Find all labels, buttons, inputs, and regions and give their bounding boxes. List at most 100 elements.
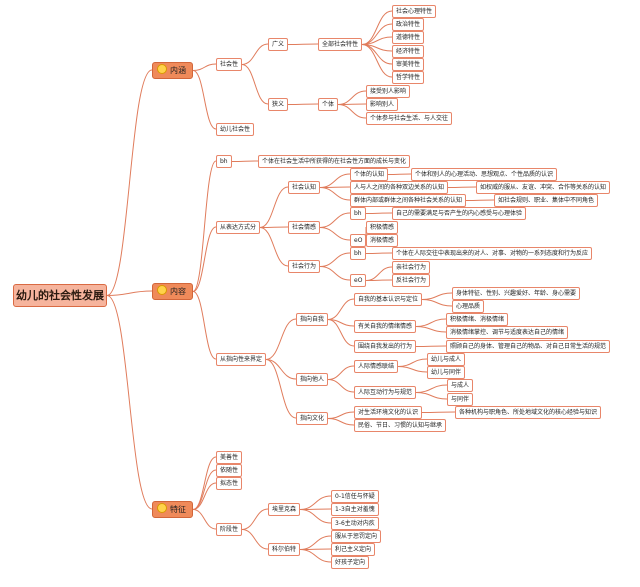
topic-node[interactable]: 影响别人 (366, 98, 399, 111)
topic-node[interactable]: 人与人之间的各种双边关系的认知 (350, 181, 449, 194)
connector-line (259, 226, 289, 228)
connector-line (192, 70, 217, 130)
topic-node[interactable]: 社会情感 (288, 221, 321, 234)
connector-line (365, 266, 393, 281)
topic-node[interactable]: 自我的基本认识与定位 (354, 293, 423, 306)
topic-node[interactable]: 社会认知 (288, 181, 321, 194)
topic-node[interactable]: 社会心理特性 (392, 5, 437, 18)
topic-node[interactable]: 有关自我的情绪情感 (354, 320, 417, 333)
topic-node[interactable]: 如权威的服从、友谊、冲突、合作等关系的认知 (476, 181, 611, 194)
topic-node[interactable]: 阶段性 (216, 523, 243, 536)
topic-node[interactable]: 指向他人 (296, 373, 329, 386)
root-topic[interactable]: 幼儿的社会性发展 (13, 284, 107, 307)
topic-node[interactable]: 身体特征、性别、兴趣爱好、年龄、身心需要 (452, 287, 581, 300)
connector-line (415, 318, 447, 327)
connector-line (192, 482, 217, 510)
topic-node[interactable]: 反社会行为 (392, 274, 431, 287)
topic-node[interactable]: 经济特性 (392, 45, 425, 58)
topic-node[interactable]: 积极情绪、消极情绪 (446, 313, 509, 326)
topic-node[interactable]: 消极情绪掌控、调节与适度表达自己的情绪 (446, 326, 569, 339)
connector-line (231, 160, 259, 162)
topic-node[interactable]: 科尔伯特 (268, 543, 301, 556)
topic-node[interactable]: 从表达方式分 (216, 221, 261, 234)
topic-node[interactable]: 社会行为 (288, 260, 321, 273)
topic-node[interactable]: 埃里克森 (268, 503, 301, 516)
topic-node[interactable]: 利己主义定向 (331, 543, 376, 556)
topic-node[interactable]: 与同伴 (447, 393, 474, 406)
topic-node[interactable]: 亲社会行为 (392, 261, 431, 274)
connector-line (265, 359, 297, 419)
topic-node[interactable]: 指向文化 (296, 412, 329, 425)
connector-line (365, 279, 393, 281)
topic-node[interactable]: 群体内部或群体之间各种社会关系的认知 (350, 194, 467, 207)
topic-node[interactable]: eO (350, 274, 367, 287)
topic-node[interactable]: 心理品质 (452, 300, 485, 313)
topic-node[interactable]: 如社会规则、职业、集体中不同角色 (494, 194, 599, 207)
topic-node[interactable]: 围绕自我发出的行为 (354, 340, 417, 353)
connector-line (421, 292, 453, 300)
topic-node[interactable]: 人际互动行为与规范 (354, 386, 417, 399)
topic-node[interactable]: 幼儿与同伴 (427, 366, 466, 379)
connector-line (192, 469, 217, 510)
topic-node[interactable]: 3-6主动对内疚 (331, 517, 379, 530)
category-label: 内容 (170, 287, 186, 296)
category-label: 特征 (170, 505, 186, 514)
topic-node[interactable]: 对生活环境文化的认识 (354, 406, 423, 419)
topic-node[interactable]: 0-1信任与怀疑 (331, 490, 379, 503)
topic-node[interactable]: bh (216, 155, 232, 168)
topic-node[interactable]: 自己的需要满足与否产生的内心感受与心理体验 (392, 207, 527, 220)
connector-line (397, 366, 428, 373)
connector-line (415, 345, 447, 347)
connector-line (415, 392, 448, 400)
topic-node[interactable]: 社会性 (216, 58, 243, 71)
connector-line (319, 173, 351, 188)
topic-node[interactable]: 幼儿社会性 (216, 123, 255, 136)
topic-node[interactable]: 狭义 (268, 98, 289, 111)
topic-node[interactable]: 1-3自主对羞愧 (331, 503, 379, 516)
connector-line (299, 509, 332, 524)
topic-node[interactable]: 个体在社会生活中所获得的在社会性方面的成长与变化 (258, 155, 411, 168)
connector-line (327, 418, 355, 426)
topic-node[interactable]: 个体 (318, 98, 339, 111)
topic-node[interactable]: 指向自我 (296, 313, 329, 326)
connector-line (241, 43, 269, 65)
connector-line (299, 549, 332, 563)
category-features[interactable]: 特征 (152, 501, 193, 518)
topic-node[interactable]: 广义 (268, 38, 289, 51)
topic-node[interactable]: 好孩子定向 (331, 556, 370, 569)
topic-node[interactable]: 审美特性 (392, 58, 425, 71)
topic-node[interactable]: 政治特性 (392, 18, 425, 31)
topic-node[interactable]: 幼儿与成人 (427, 353, 466, 366)
topic-node[interactable]: 个体在人际交往中表现出来的对人、对事、对物的一系列态度和行为反应 (392, 247, 593, 260)
category-definition[interactable]: 内涵 (152, 62, 193, 79)
topic-node[interactable]: 积极情感 (366, 221, 399, 234)
topic-node[interactable]: 接受别人影响 (366, 85, 411, 98)
topic-node[interactable]: 各种机构与职角色、所处地域文化的核心经验与知识 (455, 406, 602, 419)
topic-node[interactable]: 哲学特性 (392, 71, 425, 84)
topic-node[interactable]: 拟态性 (216, 477, 243, 490)
topic-node[interactable]: 与成人 (447, 379, 474, 392)
topic-node[interactable]: 民俗、节日、习惯的认知与继承 (354, 419, 447, 432)
topic-node[interactable]: 依随性 (216, 464, 243, 477)
topic-node[interactable]: bh (350, 207, 366, 220)
topic-node[interactable]: 从指向性来界定 (216, 353, 267, 366)
topic-node[interactable]: 消极情感 (366, 234, 399, 247)
topic-node[interactable]: 照顾自己的身体、管理自己的物品、对自己日常生活的规范 (446, 340, 611, 353)
topic-node[interactable]: 道德特性 (392, 31, 425, 44)
topic-node[interactable]: 全部社会特性 (318, 38, 363, 51)
topic-node[interactable]: 服从于惩罚定向 (331, 530, 382, 543)
topic-node[interactable]: bh (350, 247, 366, 260)
category-content[interactable]: 内容 (152, 283, 193, 300)
topic-node[interactable]: 个体和别人的心理活动、思想观点、个性品质的认识 (411, 168, 558, 181)
topic-node[interactable]: 美善性 (216, 451, 243, 464)
topic-node[interactable]: 个体参与社会生活、与人交往 (366, 112, 453, 125)
connector-line (319, 186, 351, 188)
connector-line (265, 359, 297, 380)
topic-node[interactable]: eO (350, 234, 367, 247)
connector-line (259, 227, 289, 267)
connector-line (287, 103, 319, 105)
topic-node[interactable]: 人际情感联结 (354, 360, 399, 373)
connector-line (192, 456, 217, 510)
connector-line (361, 10, 393, 45)
topic-node[interactable]: 个体的认知 (350, 168, 389, 181)
